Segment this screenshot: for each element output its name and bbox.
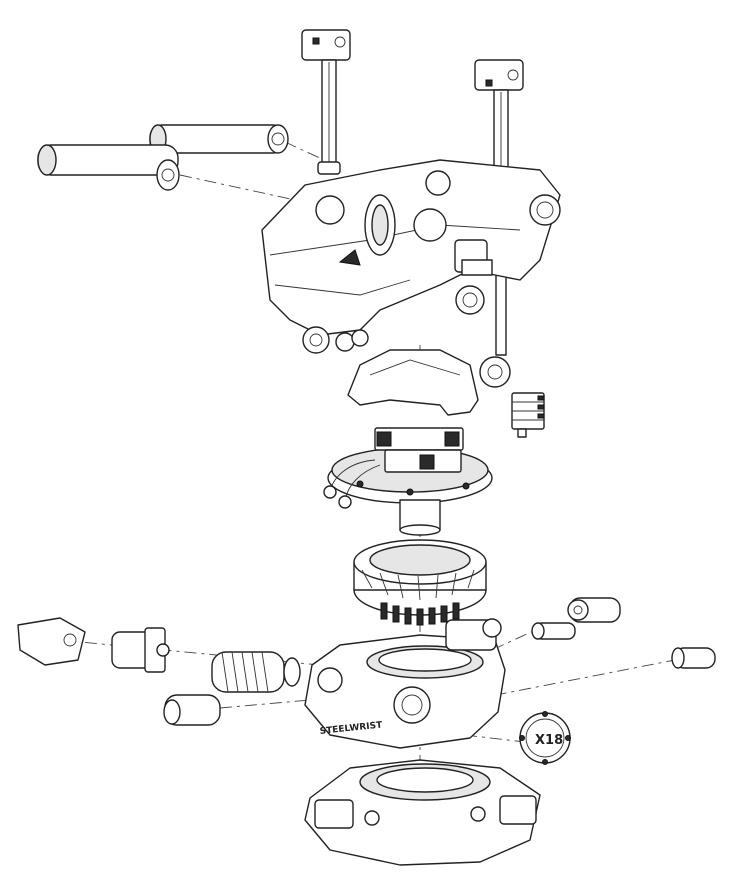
bottom-attachment xyxy=(304,759,541,866)
tilt-cylinder-left xyxy=(301,29,351,175)
badge-cap xyxy=(519,711,571,765)
pin-right-middle xyxy=(531,622,576,640)
pin-right-lower xyxy=(671,647,716,669)
quick-coupler-frame xyxy=(261,159,561,354)
valve-block-small xyxy=(511,392,545,438)
ring-bolts xyxy=(380,602,460,626)
motor-bracket xyxy=(17,617,86,666)
model-badge: X18 xyxy=(535,733,563,748)
worm-screw-cap xyxy=(163,694,221,726)
slewing-ring xyxy=(353,539,487,626)
top-cover xyxy=(347,349,479,416)
pin-lower xyxy=(37,144,180,191)
worm-gear-screw xyxy=(211,651,301,693)
hydraulic-motor xyxy=(111,627,170,673)
pin-right-upper xyxy=(567,597,621,623)
swivel-valve-assembly xyxy=(323,427,493,536)
rotator-housing xyxy=(304,618,506,749)
